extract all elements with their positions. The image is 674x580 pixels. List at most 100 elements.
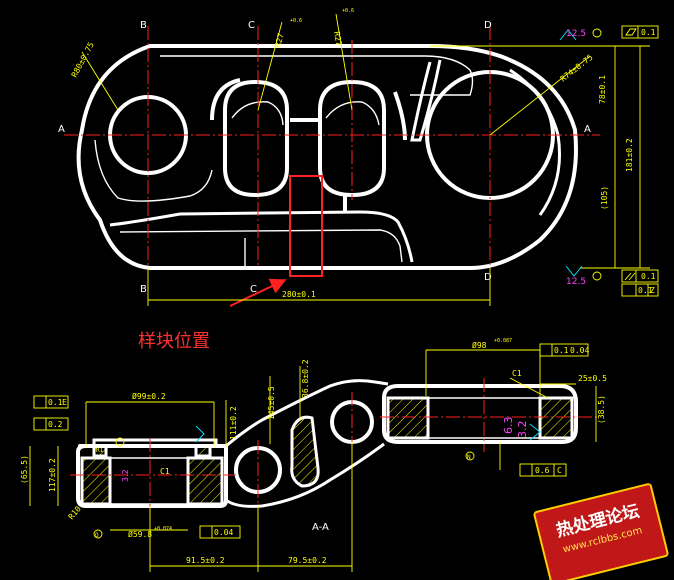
fcf-position-value: 0.1 [638, 286, 653, 295]
mid-slot-1-inner [231, 101, 284, 126]
fcf-position [621, 283, 659, 297]
dim-78: 78±0.1 [598, 75, 607, 104]
fcf-left-3 [199, 525, 241, 539]
fcf-parallel [621, 269, 659, 283]
fcf-left-2 [33, 417, 69, 431]
dim-r1: R1 [96, 447, 104, 454]
dim-25: 25±0.5 [578, 374, 607, 383]
fcf-left-2-value: 0.2 [48, 420, 63, 429]
fcf-bottom-top-a: 0.1 [554, 346, 569, 355]
dim-280: 280±0.1 [282, 290, 316, 299]
datum-o: O [95, 532, 99, 539]
sample-arrow [229, 278, 287, 307]
datum-n: N [467, 454, 471, 461]
section-left-top [92, 438, 218, 446]
section-right-body [382, 384, 578, 444]
section-marks: B B C C D D A A [58, 20, 591, 295]
section-dimensions: Ø98 +0.087 0.1 0.04 C1 25±0.5 (38.5) 6.3… [20, 338, 607, 572]
dim-368: 36.8±0.2 [301, 359, 310, 398]
dim-98: Ø98 [472, 340, 487, 350]
roughness-32-right: 3.2 [516, 421, 529, 439]
roughness-bottom: 12.5 [566, 277, 586, 287]
top-view: B B C C D D A A 280±0.1 78±0.1 181±0.2 (… [58, 8, 659, 307]
section-label: A-A [312, 522, 329, 533]
mark-d-bottom: D [484, 272, 492, 283]
roughness-symbol-left [195, 425, 205, 443]
fcf-bottom-top-b: 0.04 [570, 346, 589, 355]
fcf-left-1 [33, 395, 69, 409]
dim-111: 111±0.2 [229, 406, 238, 440]
dim-r74: R74±0.75 [559, 53, 595, 84]
datum-o-circle [93, 529, 103, 539]
dim-r27b-tol: +0.6 [342, 8, 354, 14]
dim-915: 91.5±0.2 [186, 556, 225, 565]
section-arm-bottom [225, 442, 385, 508]
hatch-left-3 [92, 444, 108, 458]
mark-b-top: B [140, 20, 147, 31]
leader-r74 [489, 55, 591, 136]
fcf-datum-z: Z [650, 286, 655, 295]
roughness-63: 6.3 [502, 417, 515, 435]
mid-web [210, 78, 407, 141]
fcf-left-3-value: 0.04 [214, 528, 233, 537]
fcf-perp-datum: C [557, 466, 562, 475]
top-dimensions: 280±0.1 78±0.1 181±0.2 (105) R80±0.75 R2… [70, 8, 659, 306]
dim-c1-right: C1 [512, 369, 522, 378]
leader-r27a [257, 21, 283, 111]
flatness-icon [625, 28, 637, 36]
mark-b-bottom: B [140, 284, 147, 295]
roughness-symbol-top [559, 29, 577, 41]
mark-a-right: A [584, 124, 591, 135]
datum-circle-bottom [592, 271, 602, 281]
dim-598: Ø59.8 [128, 529, 152, 539]
hatch-arm [290, 415, 320, 488]
roughness-top: 12.5 [566, 29, 586, 39]
datum-n-circle [465, 451, 475, 461]
mark-d-top: D [484, 20, 492, 31]
dim-145: 145±0.5 [267, 386, 276, 420]
dim-795: 79.5±0.2 [288, 556, 327, 565]
fcf-left-1-datum: E [62, 398, 67, 407]
parallel-icon [624, 272, 636, 281]
hatch-left-1 [80, 456, 112, 506]
datum-circle-left [115, 437, 125, 447]
top-lower-rib2 [119, 229, 403, 263]
sample-position-label: 样块位置 [138, 331, 210, 352]
fcf-parallel-value: 0.1 [641, 272, 656, 281]
top-inner-outline [94, 55, 474, 202]
section-view: A-A Ø98 +0.087 0.1 0.04 C1 25±0.5 (38.5)… [20, 338, 607, 572]
roughness-symbol-bottom [565, 265, 583, 277]
mark-c-bottom: C [250, 284, 257, 295]
dim-105: (105) [600, 186, 609, 210]
leader-r27b [335, 13, 353, 111]
mark-c-top: C [248, 20, 255, 31]
dim-r27a-tol: +0.6 [290, 18, 302, 24]
fcf-flatness-value: 0.1 [641, 28, 656, 37]
dim-117: 117±0.2 [48, 458, 57, 492]
dim-181: 181±0.2 [625, 138, 634, 172]
dim-38: (38.5) [597, 395, 606, 424]
sample-position-box [289, 175, 323, 277]
dim-r27b: R27 [332, 31, 343, 47]
fcf-perp-value: 0.6 [535, 466, 550, 475]
roughness-32-left: 3.2 [121, 469, 130, 482]
section-arm-top [225, 379, 389, 448]
dim-r27a: R27 [273, 32, 285, 48]
datum-circle-top [592, 28, 602, 38]
fcf-bottom-top [539, 343, 589, 357]
mark-a-left: A [58, 124, 65, 135]
hatch-right-1 [386, 396, 430, 440]
dim-r80: R80±0.75 [70, 41, 96, 79]
dim-98-tol: +0.087 [494, 338, 512, 344]
top-lower-rib [109, 210, 414, 263]
mid-slot-2-inner [325, 101, 380, 126]
fcf-flatness [621, 25, 659, 39]
hatch-left-2 [186, 456, 224, 506]
mid-slot-2 [318, 80, 386, 197]
hatch-left-4 [194, 444, 212, 458]
leader-r80 [81, 51, 119, 111]
dim-99: Ø99±0.2 [132, 391, 166, 401]
dim-c1-left: C1 [160, 467, 170, 476]
